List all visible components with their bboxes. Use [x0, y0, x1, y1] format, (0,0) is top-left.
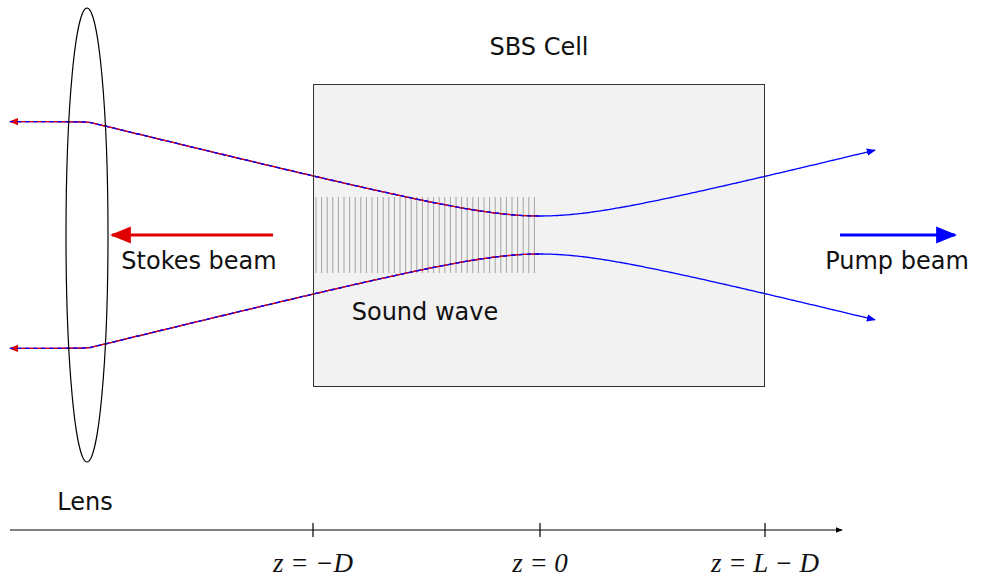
- wave-front: [332, 197, 333, 273]
- wave-front: [316, 197, 317, 273]
- wave-front: [428, 197, 429, 273]
- axis-tick: [539, 523, 540, 537]
- pump-beam-dash: [10, 122, 539, 216]
- cell-title: SBS Cell: [490, 33, 589, 61]
- wave-front: [484, 197, 485, 273]
- wave-front: [456, 197, 457, 273]
- wave-front: [506, 197, 507, 273]
- wave-front: [388, 197, 389, 273]
- axis-label: z = L − D: [711, 548, 819, 579]
- pump-beam-edge: [10, 122, 875, 216]
- stokes-arrow: [112, 234, 273, 237]
- wave-front: [394, 197, 395, 273]
- wave-front: [528, 197, 529, 273]
- wave-front: [472, 197, 473, 273]
- axis-tick: [764, 523, 765, 537]
- wave-front: [416, 197, 417, 273]
- axis-label: z = −D: [273, 548, 353, 579]
- wave-front: [433, 197, 434, 273]
- cell-fill: [313, 84, 765, 387]
- wave-front: [400, 197, 401, 273]
- axis-label: z = 0: [512, 548, 568, 579]
- wave-front: [327, 197, 328, 273]
- part-label: Lens: [57, 488, 112, 516]
- z-axis: [10, 529, 842, 530]
- wave-front: [495, 197, 496, 273]
- wave-front: [489, 197, 490, 273]
- pump-arrow: [840, 234, 955, 237]
- wave-front: [349, 197, 350, 273]
- beam-label: Pump beam: [825, 247, 969, 275]
- lens-outline: [66, 8, 108, 462]
- stokes-beam-edge: [10, 122, 539, 216]
- wave-front: [372, 197, 373, 273]
- wave-front: [500, 197, 501, 273]
- wave-front: [439, 197, 440, 273]
- wave-front: [534, 197, 535, 273]
- wave-front: [444, 197, 445, 273]
- wave-front: [411, 197, 412, 273]
- beam-envelope: [10, 122, 875, 349]
- wave-label: Sound wave: [352, 298, 499, 326]
- wave-front: [383, 197, 384, 273]
- wave-front: [321, 197, 322, 273]
- wave-front: [405, 197, 406, 273]
- wave-front: [377, 197, 378, 273]
- axis-tick: [312, 523, 313, 537]
- wave-front: [366, 197, 367, 273]
- wave-front: [512, 197, 513, 273]
- sound-wave-fronts: [316, 197, 534, 273]
- wave-front: [338, 197, 339, 273]
- wave-front: [450, 197, 451, 273]
- wave-front: [478, 197, 479, 273]
- wave-front: [360, 197, 361, 273]
- wave-front: [422, 197, 423, 273]
- wave-front: [344, 197, 345, 273]
- wave-front: [355, 197, 356, 273]
- beam-label: Stokes beam: [121, 247, 276, 275]
- wave-front: [517, 197, 518, 273]
- wave-front: [523, 197, 524, 273]
- sbs-cell: SBS Cell: [313, 84, 765, 387]
